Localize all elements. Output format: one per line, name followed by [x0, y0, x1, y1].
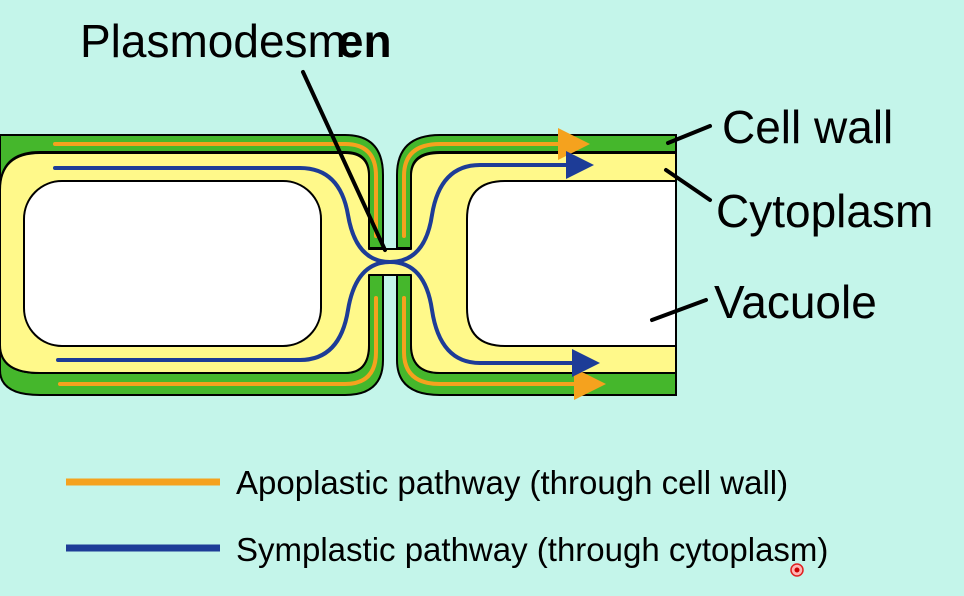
- vacuole-label: Vacuole: [714, 276, 877, 328]
- right-vacuole: [466, 180, 677, 347]
- plasmodesmen-leader-line: [301, 70, 387, 252]
- vacuole-leader-line: [650, 298, 708, 322]
- legend: Apoplastic pathway (through cell wall) S…: [66, 464, 828, 568]
- legend-apoplastic-label: Apoplastic pathway (through cell wall): [236, 464, 788, 501]
- apoplastic-pathway-arrows: [53, 144, 598, 384]
- symplastic-arrow-bottom: [56, 259, 600, 377]
- cell-wall-leader-line: [666, 124, 712, 145]
- apoplastic-arrow-bottom: [58, 296, 598, 384]
- plasmodesmen-label: Plasmodesmen: [80, 15, 392, 67]
- cytoplasm-label: Cytoplasm: [716, 185, 933, 237]
- apoplastic-arrow-top: [53, 144, 582, 238]
- plasmodesmen-label-suffix: en: [338, 15, 392, 67]
- symplastic-pathway-arrows: [53, 151, 600, 377]
- cytoplasm-leader-line: [664, 168, 712, 202]
- legend-symplastic-label: Symplastic pathway (through cytoplasm): [236, 531, 828, 568]
- leader-lines: [301, 70, 712, 322]
- cell-wall-label: Cell wall: [722, 101, 893, 153]
- plasmodesmen-label-prefix: Plasmodesm: [80, 15, 346, 67]
- mouse-cursor-indicator: [790, 563, 804, 577]
- left-vacuole: [23, 180, 322, 347]
